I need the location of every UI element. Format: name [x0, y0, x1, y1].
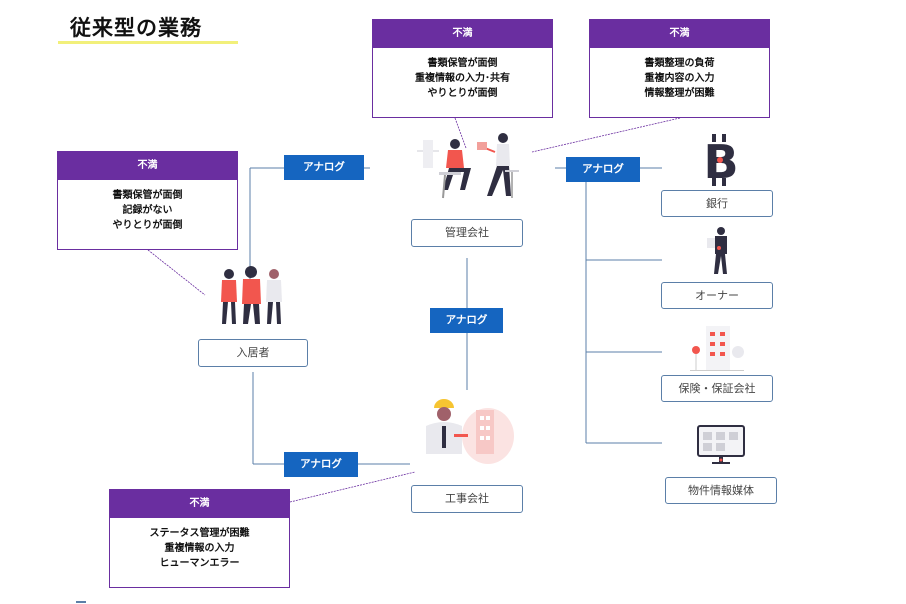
- fuman-line: 記録がない: [122, 205, 173, 216]
- node-kanri[interactable]: 管理会社: [411, 219, 523, 247]
- fuman-box-koji: 不満 ステータス管理が困難 重複情報の入力 ヒューマンエラー: [109, 489, 290, 588]
- fuman-box-nyukyo: 不満 書類保管が面倒 記録がない やりとりが面倒: [57, 151, 238, 250]
- businessman-illustration: [705, 226, 735, 276]
- footer-marker: [76, 601, 86, 603]
- node-hoken[interactable]: 保険・保証会社: [661, 375, 773, 402]
- analog-label-top-left: アナログ: [284, 155, 364, 180]
- node-media[interactable]: 物件情報媒体: [665, 477, 777, 504]
- fuman-line: 書類整理の負荷: [644, 58, 715, 69]
- people-office-illustration: [415, 128, 525, 206]
- fuman-line: やりとりが面倒: [112, 220, 183, 231]
- fuman-line: ヒューマンエラー: [159, 558, 240, 569]
- fuman-line: 重複情報の入力･共有: [415, 73, 510, 84]
- bitcoin-icon: B: [700, 134, 742, 189]
- fuman-line: ステータス管理が困難: [149, 528, 250, 539]
- fuman-line: 書類保管が面倒: [427, 58, 498, 69]
- node-bank[interactable]: 銀行: [661, 190, 773, 217]
- node-koji[interactable]: 工事会社: [411, 485, 523, 513]
- fuman-box-kanri: 不満 書類保管が面倒 重複情報の入力･共有 やりとりが面倒: [372, 19, 553, 118]
- fuman-line: 書類保管が面倒: [112, 190, 183, 201]
- analog-label-middle: アナログ: [430, 308, 503, 333]
- page-title: 従来型の業務: [70, 16, 202, 40]
- analog-label-bottom-left: アナログ: [284, 452, 358, 477]
- construction-worker-illustration: [418, 396, 514, 468]
- fuman-box-right: 不満 書類整理の負荷 重複内容の入力 情報整理が困難: [589, 19, 770, 118]
- title-underline: [58, 41, 238, 44]
- fuman-line: 重複情報の入力: [164, 543, 235, 554]
- residents-group-illustration: [212, 262, 292, 326]
- building-icon: [688, 322, 746, 372]
- analog-label-top-right: アナログ: [566, 157, 640, 182]
- fuman-header: 不満: [110, 490, 289, 518]
- fuman-header: 不満: [373, 20, 552, 48]
- node-nyukyo[interactable]: 入居者: [198, 339, 308, 367]
- fuman-line: やりとりが面倒: [427, 88, 498, 99]
- fuman-line: 重複内容の入力: [644, 73, 715, 84]
- monitor-icon: [696, 424, 746, 466]
- fuman-header: 不満: [590, 20, 769, 48]
- fuman-line: 情報整理が困難: [644, 88, 715, 99]
- fuman-header: 不満: [58, 152, 237, 180]
- node-owner[interactable]: オーナー: [661, 282, 773, 309]
